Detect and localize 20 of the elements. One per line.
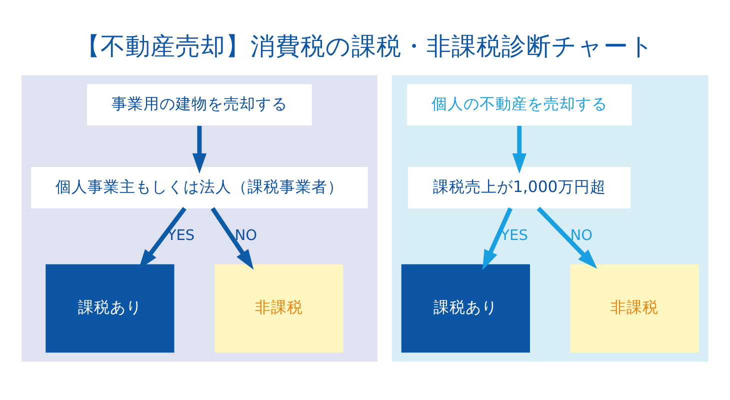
- arrow: [192, 125, 207, 174]
- edge-label: YES: [500, 228, 528, 244]
- edge-label: NO: [570, 228, 593, 244]
- node-box: 課税売上が1,000万円超: [408, 166, 631, 208]
- cluster: [392, 74, 708, 362]
- node-box: 事業用の建物を売却する: [87, 84, 312, 126]
- diagram-title: 【不動産売却】消費税の課税・非課税診断チャート: [76, 31, 654, 60]
- arrow: [536, 206, 598, 268]
- node-box: 非課税: [570, 264, 699, 352]
- arrow: [210, 206, 254, 270]
- node-box: 課税あり: [46, 264, 174, 352]
- edge-label: YES: [167, 228, 195, 244]
- node-box: 非課税: [214, 264, 344, 352]
- edge-label: NO: [234, 228, 258, 244]
- node-box: 課税あり: [401, 264, 530, 352]
- node-box: 個人事業主もしくは法人（課税事業者）: [31, 166, 368, 208]
- cluster: [22, 74, 378, 362]
- node-box: 個人の不動産を売却する: [406, 84, 632, 126]
- arrow: [512, 125, 526, 174]
- arrow: [482, 206, 513, 270]
